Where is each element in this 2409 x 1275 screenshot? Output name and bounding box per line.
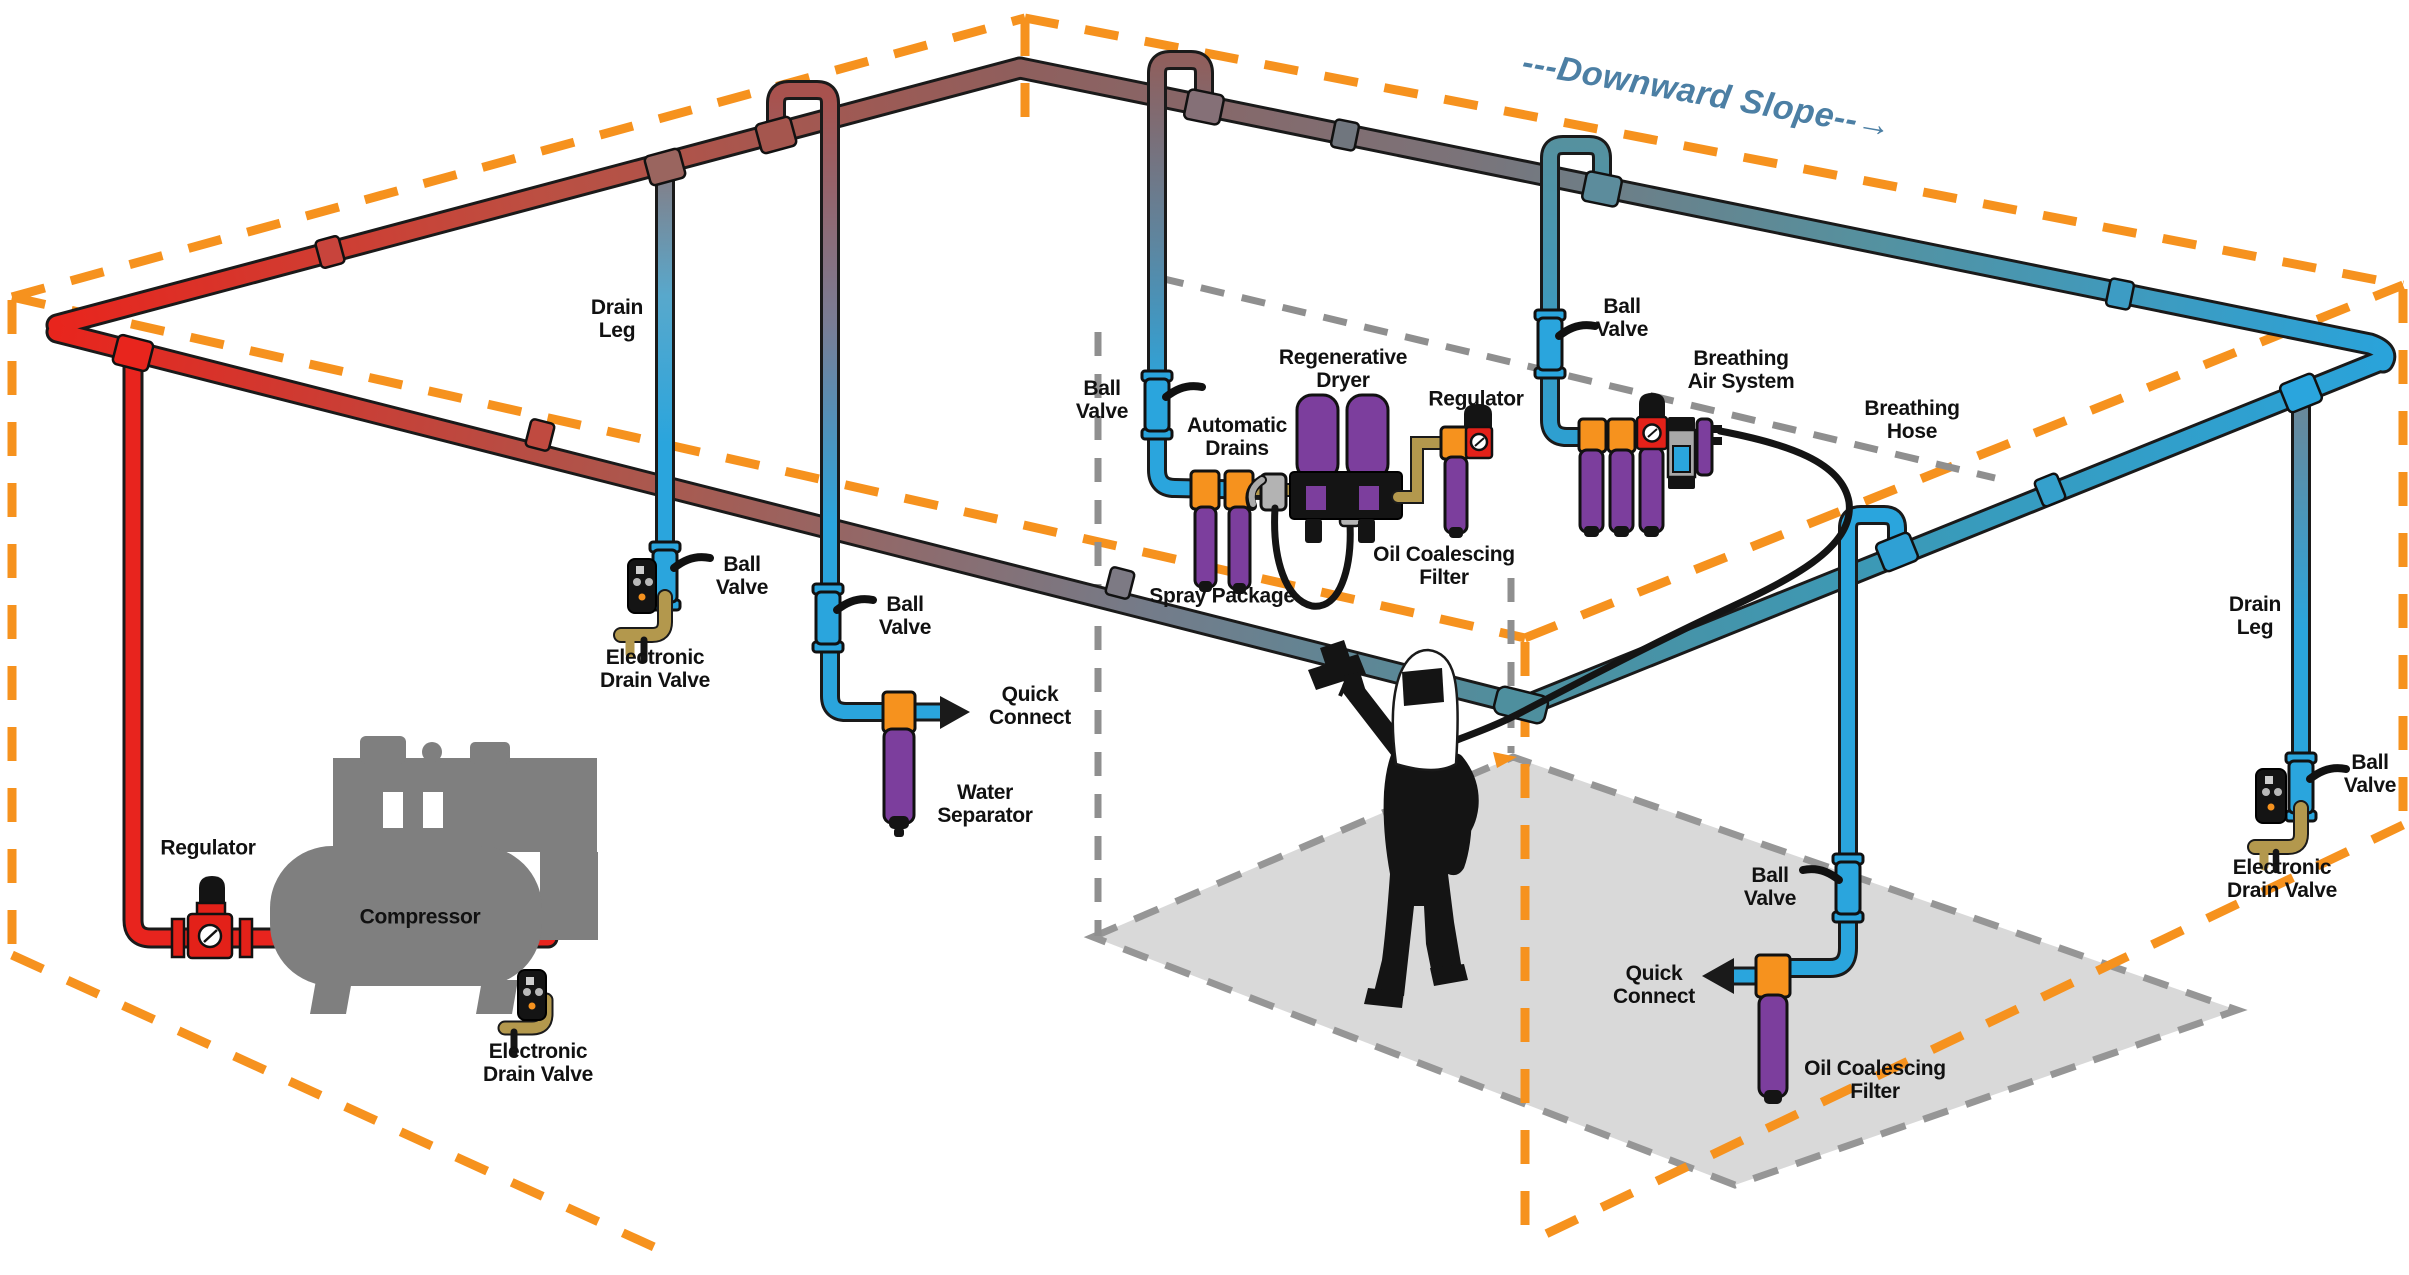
water-separator-drop-pipe bbox=[769, 83, 891, 719]
label-ball-valve-spray: Ball Valve bbox=[1075, 377, 1129, 423]
oil-coalescing-filter-icon bbox=[1757, 993, 1789, 1099]
label-oil-coalescing-filter-booth: Oil Coalescing Filter bbox=[1804, 1057, 1946, 1103]
label-ball-valve-right: Ball Valve bbox=[2343, 751, 2397, 797]
label-drain-leg-right: Drain Leg bbox=[2228, 593, 2282, 639]
quick-connect-arrow-icon bbox=[1702, 958, 1734, 994]
breathing-air-system bbox=[1577, 393, 1722, 537]
compressor-station bbox=[170, 736, 598, 1058]
electronic-drain-valve-right bbox=[2247, 768, 2309, 874]
regenerative-dryer-icon bbox=[1295, 393, 1340, 481]
booth-tee bbox=[1754, 953, 1792, 999]
return-pipe-right bbox=[1516, 351, 2392, 715]
quick-connect-arrow-icon bbox=[940, 696, 970, 729]
main-pipe-loop bbox=[45, 56, 2397, 725]
return-pipe-left bbox=[48, 323, 1532, 714]
automatic-drain-tee bbox=[1189, 469, 1221, 511]
label-edv-right: Electronic Drain Valve bbox=[2227, 856, 2337, 902]
label-ball-valve-breathing: Ball Valve bbox=[1595, 295, 1649, 341]
pipe-corner-sleeve bbox=[1492, 685, 1550, 725]
ball-valve-water-separator bbox=[811, 582, 877, 654]
spray-package-hose-icon bbox=[1271, 504, 1354, 610]
room-outline-dashed bbox=[7, 13, 2408, 1257]
breathing-hose-icon bbox=[1448, 427, 1853, 746]
ball-valve-right bbox=[2284, 751, 2350, 823]
label-automatic-drains: Automatic Drains bbox=[1187, 414, 1287, 460]
regenerative-dryer-assembly bbox=[1289, 393, 1448, 543]
automatic-drain-icon bbox=[1227, 505, 1252, 591]
label-ball-valve-booth: Ball Valve bbox=[1743, 864, 1797, 910]
regulator-knob-icon bbox=[199, 876, 225, 906]
painter-body bbox=[1374, 738, 1472, 996]
dryer-regulator-filter bbox=[1439, 404, 1494, 538]
regenerative-dryer-icon bbox=[1345, 393, 1390, 481]
label-breathing-hose: Breathing Hose bbox=[1864, 397, 1960, 443]
breathing-air-drop-pipe bbox=[1543, 138, 1609, 444]
label-quick-connect-booth: Quick Connect bbox=[1613, 962, 1695, 1008]
label-regulator-dryer: Regulator bbox=[1428, 387, 1524, 411]
pipe-coupling bbox=[1104, 566, 1136, 600]
pipe-coupling bbox=[1329, 118, 1361, 152]
regulator-knob-icon bbox=[1464, 404, 1492, 428]
pipe-coupling bbox=[314, 235, 346, 269]
label-breathing-air-system: Breathing Air System bbox=[1687, 347, 1795, 393]
electronic-drain-valve-compressor bbox=[497, 969, 554, 1058]
regulator-knob-icon bbox=[1639, 393, 1665, 418]
ball-valve-spray bbox=[1140, 369, 1206, 441]
breathing-filter-icon bbox=[1578, 448, 1605, 534]
hood-visor-icon bbox=[1402, 668, 1444, 706]
spray-package-drop-pipe bbox=[1150, 53, 1269, 497]
label-drain-leg-left: Drain Leg bbox=[590, 296, 644, 342]
oil-coalescing-filter-icon bbox=[1443, 455, 1469, 535]
floor-corner-arrow-icon bbox=[1493, 752, 1517, 768]
compressor-feed-pipe bbox=[125, 346, 556, 946]
label-regulator-compressor: Regulator bbox=[160, 836, 256, 860]
spray-booth-outline-dashed bbox=[1094, 274, 1996, 936]
ball-valve-booth bbox=[1799, 852, 1865, 924]
label-spray-package: Spray Package bbox=[1149, 584, 1295, 608]
label-ball-valve-left: Ball Valve bbox=[715, 553, 769, 599]
pipe-coupling bbox=[524, 418, 556, 452]
painter-hood bbox=[1391, 648, 1459, 772]
label-water-separator: Water Separator bbox=[937, 781, 1033, 827]
label-compressor: Compressor bbox=[359, 905, 481, 929]
spray-gun-icon bbox=[1308, 640, 1368, 702]
water-separator-assembly bbox=[881, 690, 970, 837]
compressor-silhouette bbox=[270, 736, 598, 1014]
water-separator-icon bbox=[882, 727, 916, 825]
label-oil-coalescing-filter-top: Oil Coalescing Filter bbox=[1373, 543, 1515, 589]
water-separator-tee bbox=[881, 690, 917, 734]
ball-valve-breathing bbox=[1533, 308, 1599, 380]
pipe-coupling bbox=[2033, 472, 2067, 508]
automatic-drain-icon bbox=[1193, 505, 1218, 589]
label-quick-connect-water-separator: Quick Connect bbox=[989, 683, 1071, 729]
spray-painter bbox=[1308, 640, 1479, 1008]
breathing-filter-icon bbox=[1608, 448, 1635, 534]
header-pipe-hot bbox=[48, 59, 1029, 334]
electronic-drain-valve-left bbox=[613, 558, 673, 664]
booth-filter-assembly bbox=[1702, 953, 1792, 1104]
label-edv-compressor: Electronic Drain Valve bbox=[483, 1040, 593, 1086]
label-edv-left: Electronic Drain Valve bbox=[600, 646, 710, 692]
pipe-coupling bbox=[2104, 277, 2136, 311]
breathing-filter-icon bbox=[1638, 446, 1665, 534]
label-regenerative-dryer: Regenerative Dryer bbox=[1278, 346, 1408, 392]
label-ball-valve-water-separator: Ball Valve bbox=[878, 593, 932, 639]
